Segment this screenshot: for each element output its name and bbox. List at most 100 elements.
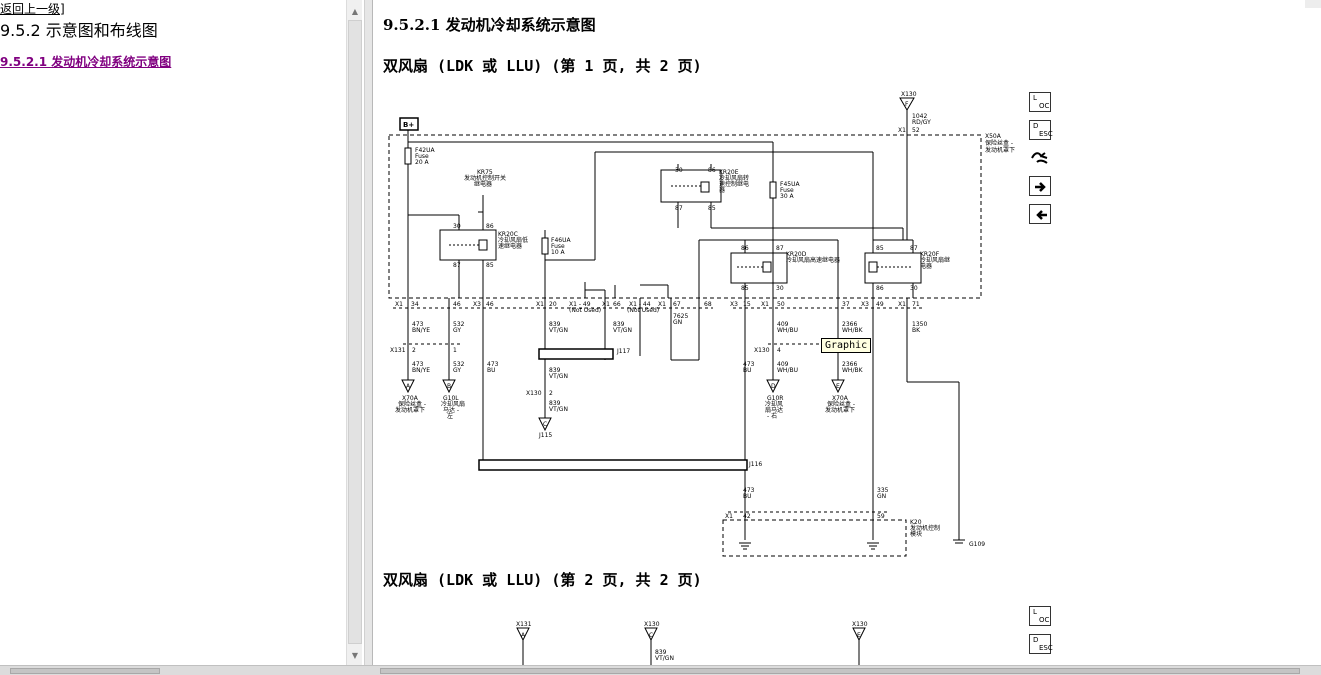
kr20f-desc2: 电器: [920, 262, 932, 270]
kr20e-pin87: 87: [675, 205, 683, 212]
loc-bottom-letters-2: OC: [1039, 616, 1050, 624]
p2-x131-label: X131: [516, 621, 532, 628]
w2366-label-1: 2366: [842, 321, 857, 328]
x3-label-3: X3: [861, 301, 869, 308]
w532-label-1: 532: [453, 321, 465, 328]
pin68-label: 68: [704, 301, 712, 308]
w473-label-2: 473: [412, 361, 424, 368]
connector-b: B: [447, 383, 451, 390]
x50a-label: X50A: [985, 133, 1002, 140]
p2-x130-label-1: X130: [644, 621, 660, 628]
f46ua-amp: 10 A: [551, 249, 566, 256]
top-right-scroll-stub: [1305, 0, 1321, 8]
g10r-desc1: 冷却风: [765, 400, 783, 408]
p2-w839-label: 839: [655, 649, 667, 656]
next-page-button[interactable]: [1029, 176, 1051, 196]
diagram-2-title: 双风扇 (LDK 或 LLU) (第 2 页, 共 2 页): [383, 571, 702, 589]
pin34-label: 34: [411, 301, 419, 308]
k20-desc2: 模块: [910, 530, 922, 538]
loc-top-letter-2: L: [1033, 608, 1037, 616]
p2-vt-gn-label: VT/GN: [655, 655, 674, 662]
graphic-tooltip: Graphic: [821, 338, 872, 353]
x50a-fuse-box-outline: [388, 134, 982, 299]
kr20f-pin86: 86: [876, 285, 884, 292]
g10l-desc2: 马达 -: [443, 406, 459, 414]
w2366-label-2: 2366: [842, 361, 857, 368]
toc-link-cooling-schematic[interactable]: 9.5.2.1 发动机冷却系统示意图: [0, 55, 172, 69]
kr20e-pin85: 85: [708, 205, 716, 212]
description-view-button[interactable]: D ESC: [1029, 120, 1053, 140]
page-title: 9.5.2.1 发动机冷却系统示意图: [383, 16, 596, 34]
kr75-label: KR75: [477, 169, 493, 176]
pin71-label: 71: [912, 301, 920, 308]
w839-label-2: 839: [613, 321, 625, 328]
x130-label-1: X130: [754, 347, 770, 354]
description-view-button-2[interactable]: D ESC: [1029, 634, 1053, 654]
j117-label: J117: [616, 348, 630, 355]
back-link[interactable]: 返回上一级]: [0, 2, 65, 16]
bu-label-1: BU: [487, 367, 496, 374]
location-view-button-2[interactable]: L OC: [1029, 606, 1051, 626]
pin50-label: 50: [777, 301, 785, 308]
connector-f-letter: F: [905, 101, 909, 108]
bn-ye-label-1: BN/YE: [412, 327, 430, 334]
p2-x130-label-2: X130: [852, 621, 868, 628]
x1-44-label: X1 - 44: [629, 301, 651, 308]
kr20d-pin86: 86: [741, 245, 749, 252]
horizontal-scrollbar[interactable]: [0, 665, 1321, 675]
content-pane: 9.5.2.1 发动机冷却系统示意图 双风扇 (LDK 或 LLU) (第 1 …: [373, 0, 1321, 665]
g109-label: G109: [969, 541, 985, 548]
w839-label-1: 839: [549, 321, 561, 328]
connector-view-icon[interactable]: [1029, 148, 1051, 168]
previous-page-button[interactable]: [1029, 204, 1051, 224]
f45ua-label: F45UA: [780, 181, 800, 188]
kr20c-label: KR20C: [498, 231, 518, 238]
kr20e-pin30: 30: [675, 167, 683, 174]
w473-label-4: 473: [743, 361, 755, 368]
w532-label-2: 532: [453, 361, 465, 368]
left-pane-hscroll-thumb[interactable]: [10, 668, 160, 674]
w409-label-1: 409: [777, 321, 789, 328]
vt-gn-label-1: VT/GN: [549, 327, 568, 334]
connector-a: A: [406, 383, 411, 390]
f42ua-label: F42UA: [415, 147, 435, 154]
w335-label: 335: [877, 487, 889, 494]
pin42-label: 42: [743, 513, 751, 520]
scroll-thumb[interactable]: [348, 20, 362, 644]
x1-label-7: X1: [725, 513, 733, 520]
wiring-schematic: B+ X130 F 1042 RD/GY X1 52 X50A 保险丝盒 - 发…: [388, 91, 1015, 665]
gy-label-2: GY: [453, 367, 461, 374]
p2-connector-e: E: [857, 632, 861, 639]
scroll-up-arrow-icon[interactable]: ▲: [351, 7, 359, 16]
kr20f-label: KR20F: [920, 251, 940, 258]
g10l-label: G10L: [443, 395, 459, 402]
navigation-pane: 返回上一级] 9.5.2 示意图和布线图 9.5.2.1 发动机冷却系统示意图: [0, 0, 346, 665]
w473-label-5: 473: [743, 487, 755, 494]
bk-label: BK: [912, 327, 921, 334]
scroll-down-arrow-icon[interactable]: ▼: [351, 651, 359, 660]
pin-52-label: 52: [912, 127, 920, 134]
pane-splitter[interactable]: [364, 0, 373, 675]
wh-bk-label-1: WH/BK: [842, 327, 864, 334]
w473-label-1: 473: [412, 321, 424, 328]
pin59-label: 59: [877, 513, 885, 520]
x1-49-label: X1 - 49: [569, 301, 591, 308]
g10r-label: G10R: [767, 395, 783, 402]
w409-label-2: 409: [777, 361, 789, 368]
x70a-desc1-a: 保险丝盒 -: [398, 400, 426, 408]
x70a-desc2-e: 发动机罩下: [825, 406, 855, 414]
x131-label: X131: [390, 347, 406, 354]
x3-label-2: X3: [730, 301, 738, 308]
kr75-desc2: 继电器: [474, 180, 492, 188]
vt-gn-label-3: VT/GN: [549, 373, 568, 380]
location-view-button[interactable]: L OC: [1029, 92, 1051, 112]
x70a-label-a: X70A: [402, 395, 419, 402]
x1-label-4: X1: [658, 301, 666, 308]
left-pane-scrollbar[interactable]: ▲ ▼: [346, 0, 362, 665]
kr75-desc1: 发动机控制开关: [464, 174, 506, 182]
right-pane-hscroll-thumb[interactable]: [380, 668, 1300, 674]
wire-1042-color: RD/GY: [912, 119, 931, 126]
loc-bottom-letters: OC: [1039, 102, 1050, 110]
not-used-2: (Not Used): [627, 307, 659, 314]
kr20d-pin87: 87: [776, 245, 784, 252]
